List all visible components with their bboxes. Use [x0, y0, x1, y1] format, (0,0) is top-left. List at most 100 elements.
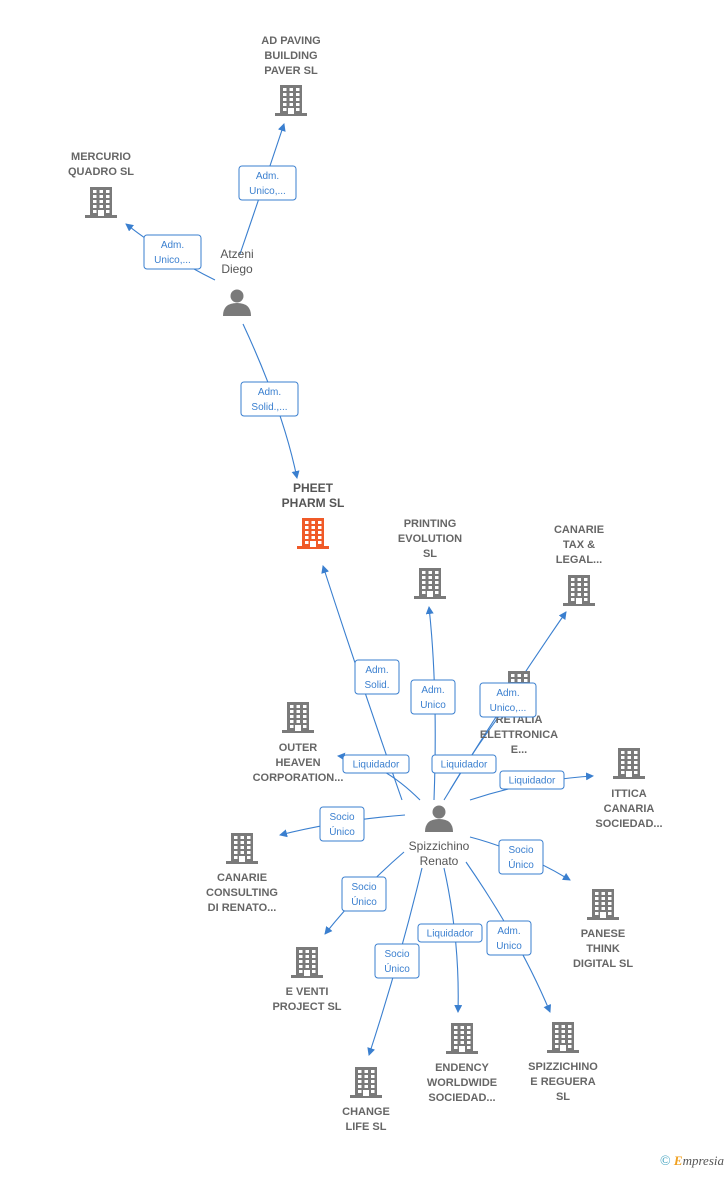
edge-label-box — [143, 234, 202, 270]
edge-label-spizzichino-canarietax[interactable]: Adm. Unico,... — [479, 682, 537, 718]
edge-label-text: Socio — [384, 949, 409, 960]
copyright-symbol: © — [660, 1154, 671, 1169]
brand-watermark[interactable]: © Empresia — [660, 1153, 724, 1170]
edge-label-text: Único — [351, 895, 377, 908]
edge-label-text: Liquidador — [353, 760, 400, 771]
node-label-line: CANARIA — [604, 803, 655, 815]
node-label-line: Atzeni — [220, 247, 253, 261]
edge-label-text: Unico,... — [490, 703, 527, 714]
edge-label-box — [319, 806, 365, 842]
edge-label-spizzichino-outer[interactable]: Liquidador — [342, 754, 410, 774]
edge-label-text: Único — [329, 825, 355, 838]
edge-label-box — [417, 923, 483, 943]
node-label-line: ELETTRONICA — [480, 729, 558, 741]
edge-label-spizzichino-pheet[interactable]: Adm. Solid. — [354, 659, 400, 695]
building-icon — [291, 947, 323, 978]
edge-label-text: Liquidador — [427, 929, 474, 940]
edge-label-box — [374, 943, 420, 979]
edge-label-spizzichino-printing[interactable]: Adm.Unico — [410, 679, 456, 715]
node-outer[interactable]: OUTERHEAVENCORPORATION... — [253, 702, 344, 784]
edge-label-text: Unico,... — [249, 186, 286, 197]
node-label-line: PANESE — [581, 928, 625, 940]
edge-label-spizzichino-ittica[interactable]: Liquidador — [499, 770, 565, 790]
node-label-line: LEGAL... — [556, 554, 602, 566]
building-icon — [350, 1067, 382, 1098]
edge-label-box — [479, 682, 537, 718]
node-ittica[interactable]: ITTICACANARIASOCIEDAD... — [595, 748, 663, 830]
node-label-line: MERCURIO — [71, 151, 131, 163]
edge-label-text: Único — [508, 858, 534, 871]
node-endency[interactable]: ENDENCYWORLDWIDESOCIEDAD... — [427, 1023, 497, 1104]
edge-label-box — [342, 754, 410, 774]
node-label-line: E REGUERA — [530, 1076, 595, 1088]
building-icon — [275, 85, 307, 116]
edge-label-box — [354, 659, 400, 695]
node-label-line: BUILDING — [264, 50, 317, 62]
node-label-line: Diego — [221, 262, 253, 276]
edge-label-spizzichino-spizreguera[interactable]: Adm.Unico — [486, 920, 532, 956]
node-label-line: SOCIEDAD... — [595, 818, 662, 830]
node-label-line: PHEET — [293, 481, 334, 495]
node-label-line: OUTER — [279, 742, 318, 754]
node-label-line: WORLDWIDE — [427, 1077, 497, 1089]
building-icon — [587, 889, 619, 920]
edge-labels-layer: Adm. Unico,... Adm. Unico,... Adm.Solid.,...… — [143, 165, 565, 979]
edge-label-box — [431, 754, 497, 774]
edge-label-box — [499, 770, 565, 790]
edge-label-text: Socio — [329, 812, 354, 823]
node-label-line: E... — [511, 744, 528, 756]
edge-label-text: Adm. — [258, 387, 281, 398]
edge-label-text: Único — [384, 962, 410, 975]
building-icon — [446, 1023, 478, 1054]
node-label-line: PAVER SL — [264, 65, 318, 77]
edge-label-text: Unico — [496, 941, 522, 952]
node-label-line: LIFE SL — [346, 1121, 387, 1133]
edge-label-spizzichino-endency[interactable]: Liquidador — [417, 923, 483, 943]
node-label-line: TAX & — [563, 539, 595, 551]
edge-label-box — [238, 165, 297, 201]
edge-label-text: Socio — [508, 845, 533, 856]
edge-label-atzeni-adpaving[interactable]: Adm.Unico,... — [238, 165, 297, 201]
edge-label-text: Liquidador — [441, 760, 488, 771]
edge-label-atzeni-pheet[interactable]: Adm.Solid.,... — [240, 381, 299, 417]
edge-label-box — [240, 381, 299, 417]
edge-label-text: Unico,... — [154, 255, 191, 266]
edge-label-text: Adm. — [365, 665, 388, 676]
building-icon — [226, 833, 258, 864]
edge-label-box — [410, 679, 456, 715]
building-icon — [547, 1022, 579, 1053]
node-label-line: EVOLUTION — [398, 533, 462, 545]
edge-label-text: Solid. — [364, 680, 389, 691]
node-adpaving[interactable]: AD PAVING BUILDING PAVER SL — [261, 35, 321, 116]
node-label-line: SOCIEDAD... — [428, 1092, 495, 1104]
node-label-line: E VENTI — [286, 986, 329, 998]
node-panese[interactable]: PANESE THINK DIGITAL SL — [573, 889, 633, 970]
node-label-line: SPIZZICHINO — [528, 1061, 598, 1073]
node-label-line: CANARIE — [217, 872, 267, 884]
node-label-line: AD PAVING — [261, 35, 321, 47]
building-icon — [282, 702, 314, 733]
node-label-line: HEAVEN — [275, 757, 320, 769]
node-label-line: DIGITAL SL — [573, 958, 633, 970]
edge-label-atzeni-mercurio[interactable]: Adm.Unico,... — [143, 234, 202, 270]
building-icon — [297, 518, 329, 549]
node-label-line: THINK — [586, 943, 620, 955]
edge-label-spizzichino-retalia[interactable]: Liquidador — [431, 754, 497, 774]
edge-label-text: Liquidador — [509, 776, 556, 787]
edge-label-text: Adm. — [496, 688, 519, 699]
node-label-line: PRINTING — [404, 518, 457, 530]
